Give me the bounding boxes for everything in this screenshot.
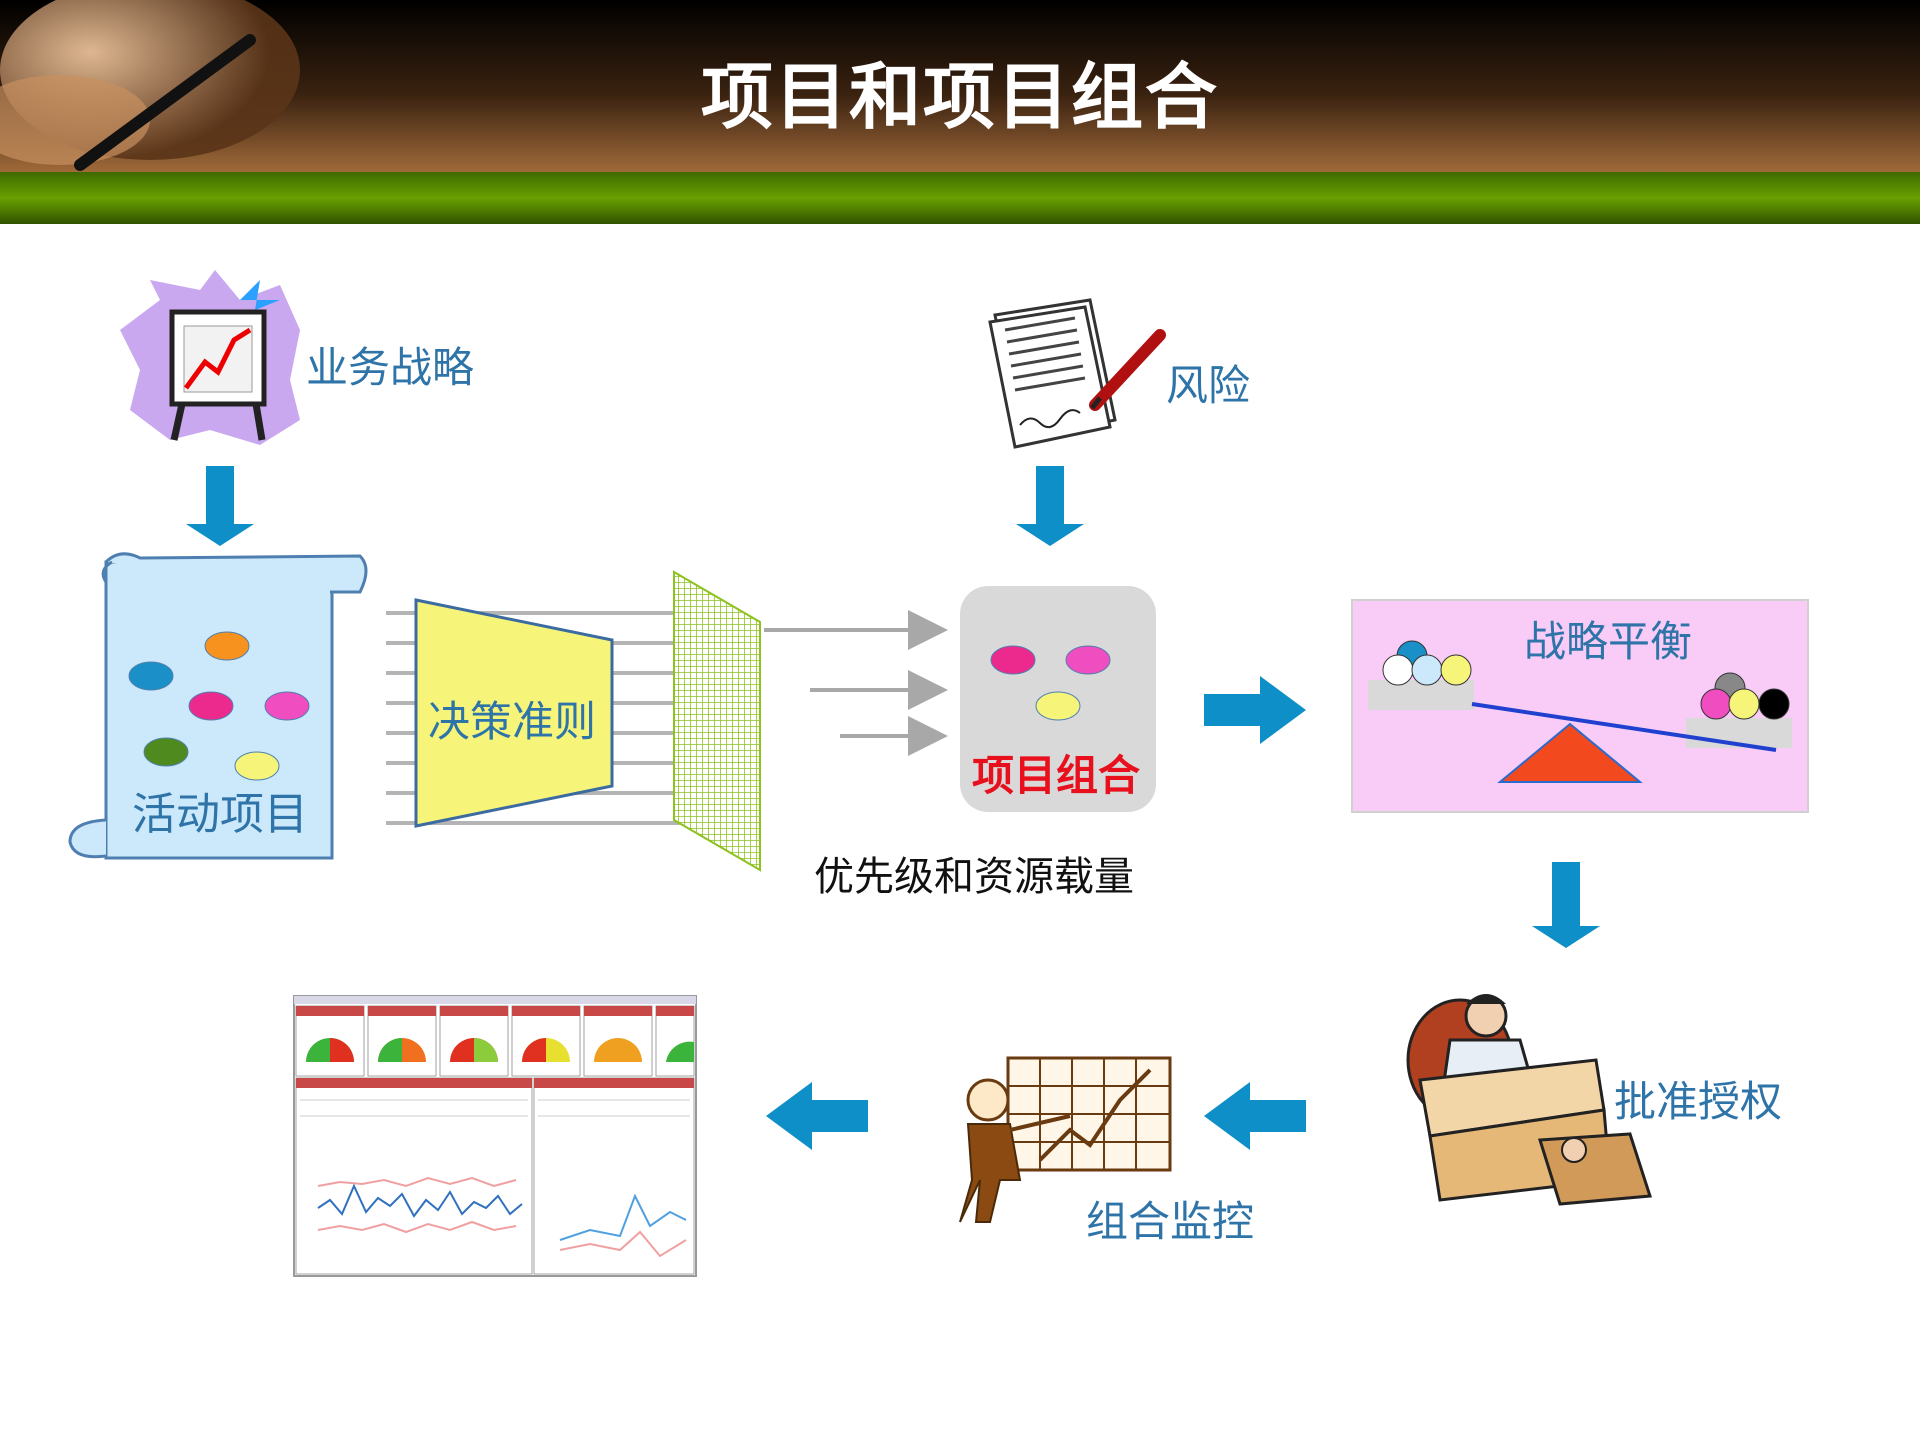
portfolio-box bbox=[960, 586, 1156, 812]
arrow-right-balance bbox=[1204, 676, 1306, 744]
monitoring-dashboard-screenshot bbox=[293, 995, 697, 1277]
label-portfolio: 项目组合 bbox=[972, 751, 1141, 800]
arrow-risk-down bbox=[1016, 466, 1084, 546]
hand-pen-photo bbox=[0, 0, 300, 171]
slide-title: 项目和项目组合 bbox=[700, 55, 1219, 139]
label-risk: 风险 bbox=[1166, 361, 1251, 410]
contract-signature-icon bbox=[988, 298, 1166, 449]
header-banner bbox=[0, 0, 1920, 224]
label-portfolio-monitoring: 组合监控 bbox=[1086, 1197, 1255, 1246]
presenter-chart-icon bbox=[959, 1056, 1172, 1223]
label-approval: 批准授权 bbox=[1614, 1077, 1783, 1126]
arrow-left-dashboard bbox=[766, 1082, 868, 1150]
label-active-projects: 活动项目 bbox=[132, 789, 308, 840]
active-projects-scroll bbox=[68, 552, 368, 860]
label-business-strategy: 业务战略 bbox=[306, 343, 475, 392]
label-strategic-balance: 战略平衡 bbox=[1524, 617, 1693, 666]
executive-desk-icon bbox=[1406, 994, 1653, 1206]
gauge-panels bbox=[295, 1005, 695, 1077]
decision-funnel bbox=[414, 598, 614, 828]
arrow-strategy-down bbox=[186, 466, 254, 546]
label-priority-capacity: 优先级和资源载量 bbox=[814, 854, 1134, 900]
label-decision-criteria: 决策准则 bbox=[428, 697, 597, 746]
arrow-left-monitoring bbox=[1204, 1082, 1306, 1150]
filter-mesh bbox=[673, 570, 761, 872]
strategy-chart-icon bbox=[120, 270, 300, 445]
arrow-approval-down bbox=[1532, 862, 1600, 948]
output-arrows bbox=[764, 610, 948, 756]
strategic-balance-panel bbox=[1351, 599, 1809, 813]
